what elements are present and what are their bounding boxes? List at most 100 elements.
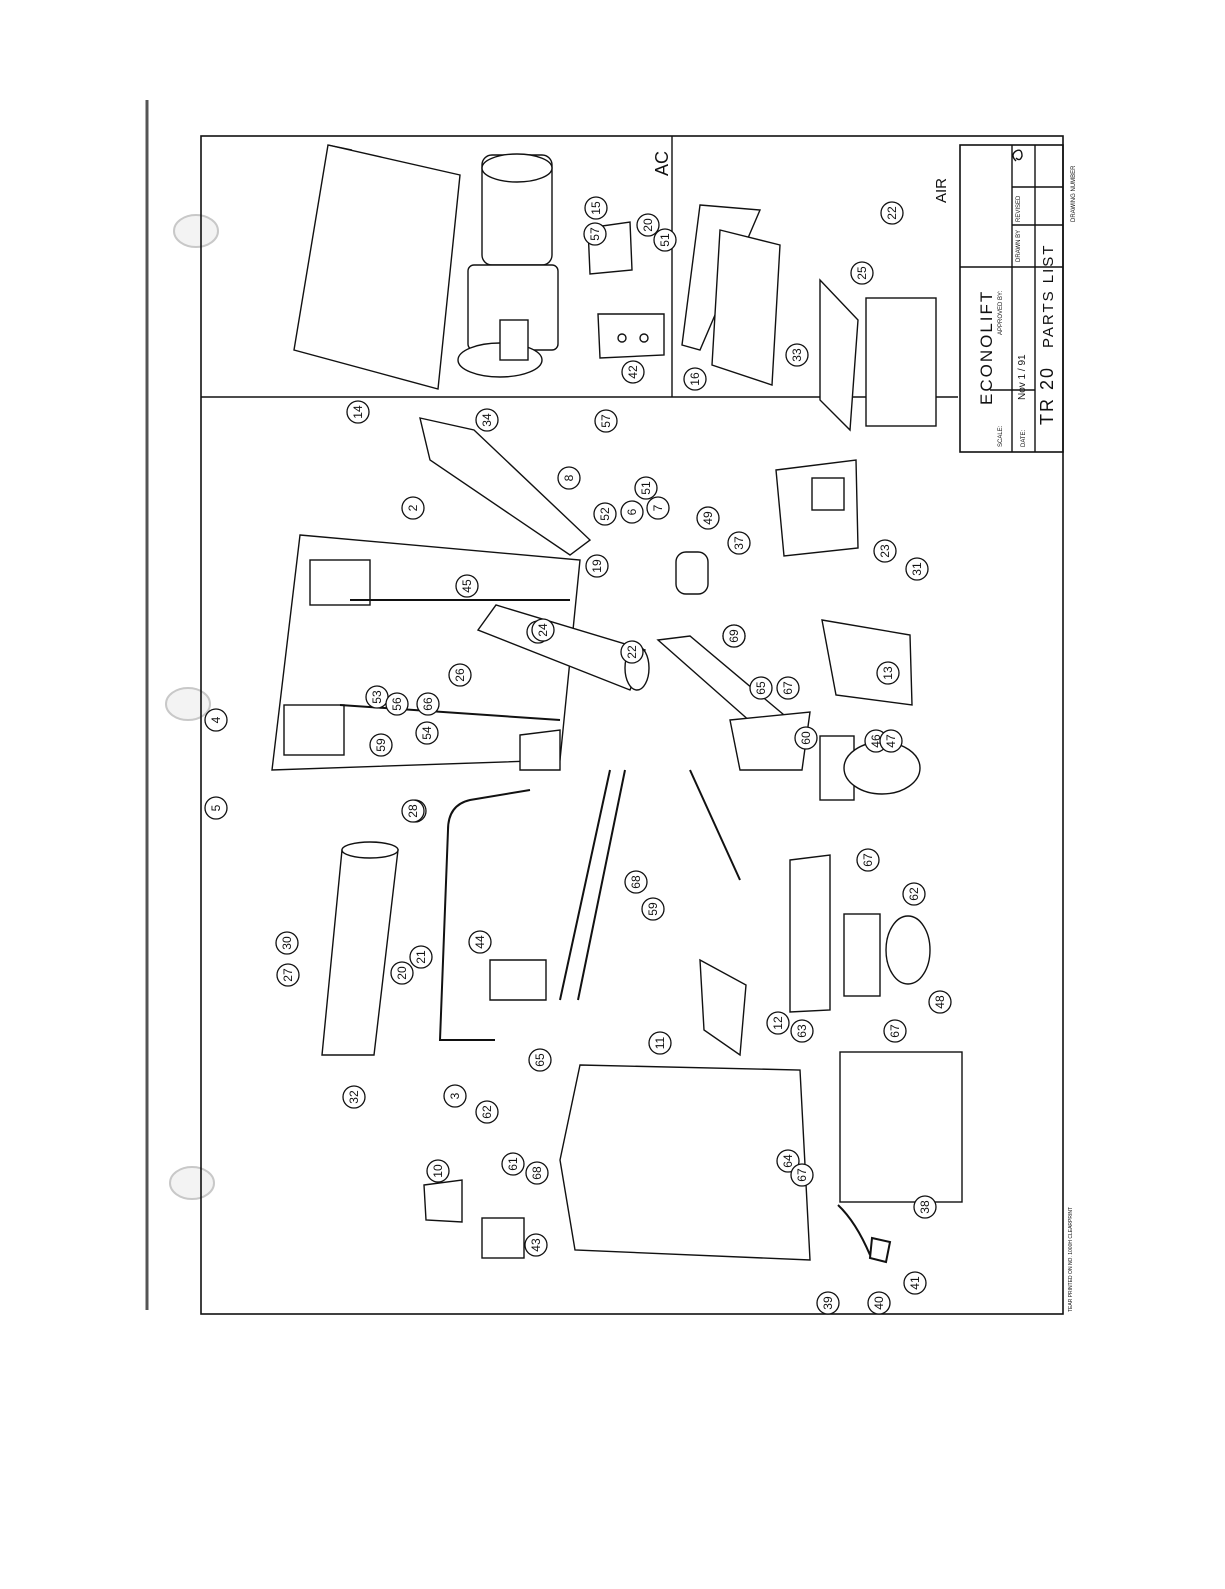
callout-number: 31 [910,562,924,576]
callout-number: 6 [625,508,639,515]
callout-number: 26 [453,668,467,682]
company-name: ECONOLIFT [977,290,996,405]
callout-12: 12 [766,1011,790,1035]
air-section-label: AIR [933,178,950,203]
callout-balloon [584,196,608,220]
callout-number: 11 [653,1036,667,1049]
callout-42: 42 [621,360,645,384]
callout-balloon [525,1161,549,1185]
callout-number: 66 [421,697,435,711]
callout-balloon [880,201,904,225]
callout-balloon [475,408,499,432]
callout-number: 62 [480,1105,494,1119]
callout-balloon [816,1291,840,1315]
callout-53: 53 [365,685,389,709]
callout-number: 40 [872,1296,886,1310]
part-3-handle [438,789,531,1041]
callout-number: 25 [855,266,869,280]
callout-28: 28 [401,799,425,823]
callout-24: 24 [531,618,555,642]
part-33-plate [819,278,937,432]
callout-64: 64 [776,1149,800,1173]
part-49-caster [843,913,931,997]
callout-labels: 1234567810111213141516181920202122222323… [204,196,952,1315]
callout-25: 25 [850,261,874,285]
callout-balloon [583,222,607,246]
callout-balloon [409,945,433,969]
part-11-cover-plate [559,1064,811,1261]
callout-number: 37 [732,536,746,550]
callout-number: 16 [688,372,702,386]
callout-balloon [401,496,425,520]
callout-balloon [850,261,874,285]
callout-balloon [883,1019,907,1043]
callout-balloon [468,930,492,954]
callout-7: 7 [646,496,670,520]
callout-22: 22 [880,201,904,225]
callout-48: 48 [928,990,952,1014]
callout-number: 15 [589,201,603,215]
callout-number: 62 [907,887,921,901]
callout-number: 42 [626,365,640,379]
callout-balloon [624,870,648,894]
callout-43: 43 [524,1233,548,1257]
approved-label: APPROVED BY: [998,290,1004,335]
part-48-roller [675,551,709,595]
callout-balloon [634,476,658,500]
part-40-41-cables [837,1204,892,1264]
callout-number: 57 [599,414,613,428]
callout-13: 13 [876,661,900,685]
callout-balloon [204,796,228,820]
callout-number: 65 [533,1053,547,1067]
callout-balloon [620,640,644,664]
callout-69: 69 [722,624,746,648]
callout-number: 57 [588,227,602,241]
callout-number: 44 [473,935,487,949]
callout-20: 20 [390,961,414,985]
callout-number: 45 [460,579,474,593]
callout-57: 57 [583,222,607,246]
part-43-display [481,1217,525,1259]
callout-67: 67 [776,676,800,700]
callout-67: 67 [790,1163,814,1187]
punch-hole-top [173,214,219,248]
callout-balloon [727,531,751,555]
callout-number: 59 [374,738,388,752]
callout-balloon [620,500,644,524]
callout-balloon [696,506,720,530]
callout-number: 3 [448,1092,462,1099]
callout-67: 67 [856,848,880,872]
callout-34: 34 [475,408,499,432]
sheet-title: PARTS LIST [1040,244,1057,348]
callout-49: 49 [696,506,720,530]
callout-6: 6 [620,500,644,524]
callout-number: 49 [701,511,715,525]
callout-number: 67 [795,1168,809,1182]
callout-number: 12 [771,1016,785,1030]
callout-number: 61 [506,1157,520,1171]
callout-number: 51 [658,233,672,247]
callout-4: 4 [204,708,228,732]
callout-27: 27 [276,963,300,987]
callout-balloon [790,1019,814,1043]
footer-print-note: TEAR PRINTED ON NO. 1000H CLEARPRINT [1068,1207,1074,1312]
callout-33: 33 [785,343,809,367]
punch-hole-middle [165,687,211,721]
callout-balloon [776,1149,800,1173]
callout-61: 61 [501,1152,525,1176]
callout-52: 52 [593,502,617,526]
callout-45: 45 [455,574,479,598]
callout-balloon [390,961,414,985]
callout-65: 65 [528,1048,552,1072]
callout-66: 66 [416,692,440,716]
callout-balloon [879,729,903,753]
callout-39: 39 [816,1291,840,1315]
callout-23: 23 [873,539,897,563]
callout-balloon [448,663,472,687]
part-14-side-panel [293,144,461,390]
callout-number: 52 [598,507,612,521]
callout-balloon [876,661,900,685]
callout-number: 13 [881,666,895,680]
callout-number: 63 [795,1024,809,1038]
